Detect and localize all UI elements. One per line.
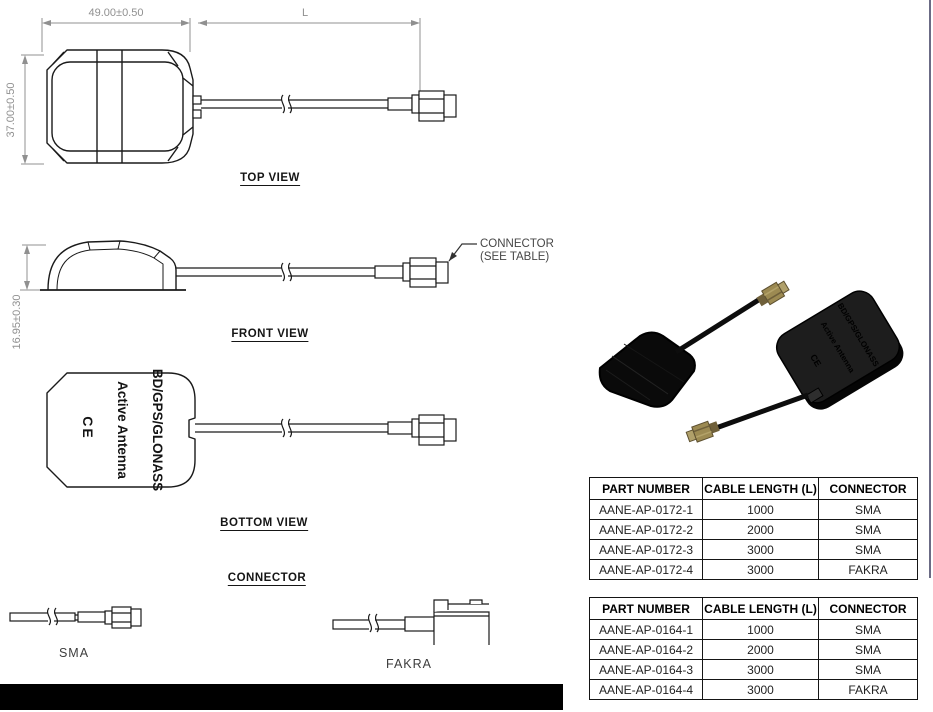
- photo-sma-connector: [685, 420, 720, 443]
- cable-length-cell: 2000: [702, 519, 819, 540]
- col-header-connector: CONNECTOR: [818, 477, 918, 500]
- cable-length-cell: 1000: [702, 499, 819, 520]
- marking-bd-gps-glonass: BD/GPS/GLONASS: [150, 369, 165, 491]
- front-dimension-arrows: [24, 245, 30, 290]
- marking-active-antenna: Active Antenna: [115, 381, 130, 479]
- cable-length-cell: 3000: [702, 659, 819, 680]
- photo-antenna-bottom: BD/GPS/GLONASS Active Antenna CE: [685, 290, 904, 443]
- part-number-cell: AANE-AP-0172-1: [589, 499, 703, 520]
- cable-break-symbol: [280, 94, 293, 114]
- fakra-label: FAKRA: [386, 657, 432, 671]
- part-number-cell: AANE-AP-0164-3: [589, 659, 703, 680]
- bottom-view-label: BOTTOM VIEW: [220, 517, 308, 531]
- parts-table-0164: PART NUMBER CABLE LENGTH (L) CONNECTOR A…: [589, 597, 918, 700]
- connector-drawings: [9, 599, 490, 645]
- table-header-row: PART NUMBER CABLE LENGTH (L) CONNECTOR: [589, 477, 918, 500]
- cable-break-symbol: [46, 607, 59, 626]
- part-number-cell: AANE-AP-0164-1: [589, 619, 703, 640]
- bottom-view-drawing: BD/GPS/GLONASS Active Antenna CE: [46, 369, 457, 491]
- front-height-dimension: 16.95±0.30: [11, 295, 23, 350]
- antenna-profile-outline: [40, 240, 186, 291]
- cable-break-symbol: [280, 418, 293, 438]
- connector-callout-line1: CONNECTOR: [480, 238, 554, 250]
- connector-cell: SMA: [818, 539, 918, 560]
- sma-connector-drawing: [9, 606, 142, 629]
- table-row: AANE-AP-0164-2 2000 SMA: [589, 639, 918, 660]
- sma-label: SMA: [58, 646, 90, 660]
- cable-length-dimension: L: [302, 7, 308, 19]
- table-row: AANE-AP-0172-1 1000 SMA: [589, 499, 918, 520]
- photo-sma-connector: [756, 280, 790, 307]
- part-number-cell: AANE-AP-0164-4: [589, 679, 703, 700]
- col-header-part-number: PART NUMBER: [589, 597, 703, 620]
- connector-callout-line2: (SEE TABLE): [480, 251, 550, 263]
- part-number-cell: AANE-AP-0164-2: [589, 639, 703, 660]
- product-photo: BD/GPS/GLONASS Active Antenna CE: [598, 280, 904, 443]
- top-view-cable: [192, 90, 457, 122]
- cable-length-cell: 3000: [702, 539, 819, 560]
- photo-antenna-top: [598, 280, 790, 408]
- top-view-drawing: 49.00±0.50 L 37.00±0.50: [5, 7, 457, 165]
- page-border-line: [929, 0, 931, 578]
- top-view-label: TOP VIEW: [240, 172, 300, 186]
- connector-cell: FAKRA: [818, 679, 918, 700]
- front-dimension-lines: [20, 244, 46, 291]
- table-header-row: PART NUMBER CABLE LENGTH (L) CONNECTOR: [589, 597, 918, 620]
- top-width-dimension: 49.00±0.50: [89, 7, 144, 19]
- cable-length-cell: 3000: [702, 559, 819, 580]
- table-row: AANE-AP-0172-4 3000 FAKRA: [589, 559, 918, 580]
- parts-table-0172: PART NUMBER CABLE LENGTH (L) CONNECTOR A…: [589, 477, 918, 580]
- bottom-view-cable: [195, 414, 457, 446]
- connector-callout: CONNECTOR (SEE TABLE): [480, 238, 554, 264]
- table-row: AANE-AP-0164-4 3000 FAKRA: [589, 679, 918, 700]
- col-header-cable-length: CABLE LENGTH (L): [702, 597, 819, 620]
- front-view-drawing: 16.95±0.30: [11, 240, 477, 350]
- top-height-dimension: 37.00±0.50: [5, 83, 17, 138]
- antenna-bottom-outline: [46, 372, 196, 488]
- table-row: AANE-AP-0164-3 3000 SMA: [589, 659, 918, 680]
- dimension-lines: [21, 18, 421, 165]
- connector-cell: FAKRA: [818, 559, 918, 580]
- connector-cell: SMA: [818, 519, 918, 540]
- antenna-body-outline: [46, 49, 194, 164]
- dimension-arrows: [22, 20, 420, 164]
- front-view-label: FRONT VIEW: [231, 328, 309, 342]
- cable-break-symbol: [280, 262, 293, 282]
- connector-cell: SMA: [818, 659, 918, 680]
- col-header-cable-length: CABLE LENGTH (L): [702, 477, 819, 500]
- cable-length-cell: 3000: [702, 679, 819, 700]
- front-view-cable: [176, 257, 449, 288]
- table-row: AANE-AP-0172-2 2000 SMA: [589, 519, 918, 540]
- part-number-cell: AANE-AP-0172-3: [589, 539, 703, 560]
- ce-mark: CE: [80, 416, 96, 439]
- fakra-connector-drawing: [332, 599, 490, 645]
- table-row: AANE-AP-0172-3 3000 SMA: [589, 539, 918, 560]
- cable-length-cell: 2000: [702, 639, 819, 660]
- connector-leader-line: [448, 243, 477, 262]
- col-header-part-number: PART NUMBER: [589, 477, 703, 500]
- part-number-cell: AANE-AP-0172-4: [589, 559, 703, 580]
- connector-cell: SMA: [818, 619, 918, 640]
- cable-break-symbol: [367, 613, 380, 633]
- table-row: AANE-AP-0164-1 1000 SMA: [589, 619, 918, 640]
- redacted-footer-bar: [0, 684, 563, 710]
- connector-section-heading: CONNECTOR: [227, 572, 307, 586]
- cable-length-cell: 1000: [702, 619, 819, 640]
- part-number-cell: AANE-AP-0172-2: [589, 519, 703, 540]
- col-header-connector: CONNECTOR: [818, 597, 918, 620]
- connector-cell: SMA: [818, 639, 918, 660]
- connector-cell: SMA: [818, 499, 918, 520]
